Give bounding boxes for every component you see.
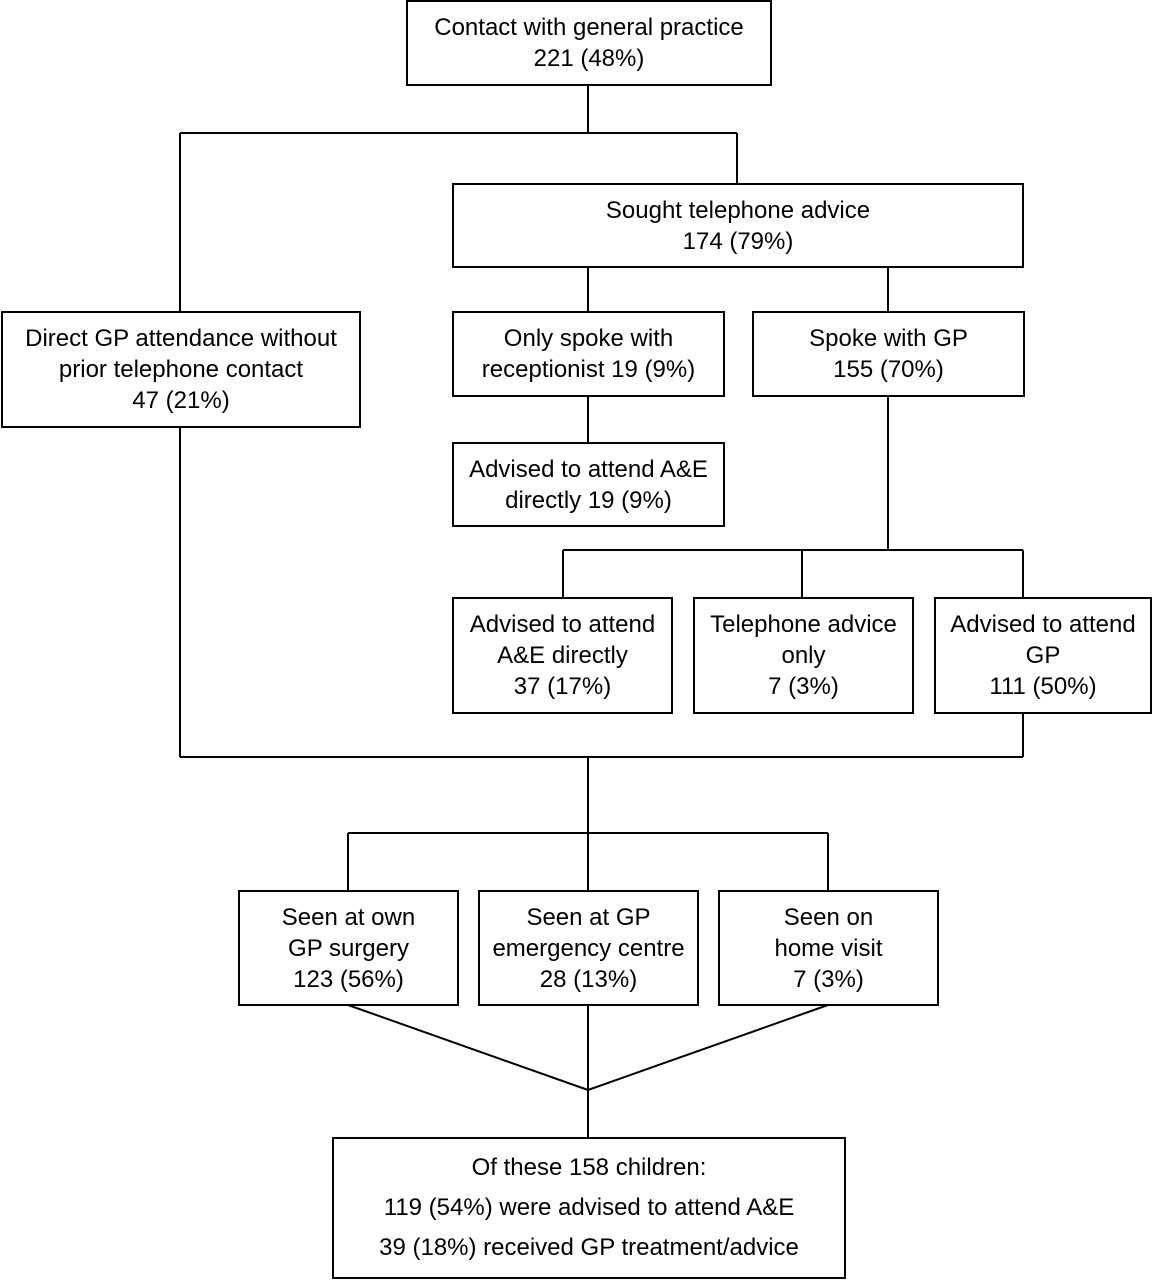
box-label: Advised to attend A&E xyxy=(469,455,708,483)
box-label: GP surgery xyxy=(288,934,409,962)
box-count: 155 (70%) xyxy=(833,356,944,383)
receptionist-ae-box: Advised to attend A&E directly 19 (9%) xyxy=(452,442,725,527)
box-label: prior telephone contact xyxy=(58,356,304,383)
box-count: 28 (13%) xyxy=(539,965,638,993)
box-label: Advised to attend xyxy=(950,611,1136,638)
outcome-summary-box: Of these 158 children: 119 (54%) were ad… xyxy=(332,1137,846,1279)
telephone-only-box: Telephone advice only 7 (3%) xyxy=(693,597,914,714)
box-count: 111 (50%) xyxy=(989,673,1097,700)
box-label: A&E directly xyxy=(497,642,628,669)
box-label: Sought telephone advice xyxy=(605,196,871,224)
direct-attendance-box: Direct GP attendance without prior telep… xyxy=(1,311,361,428)
box-label: emergency centre xyxy=(492,934,685,962)
box-count: 174 (79%) xyxy=(682,227,794,255)
own-gp-surgery-box: Seen at own GP surgery 123 (56%) xyxy=(238,890,459,1006)
box-label: Seen at GP xyxy=(526,903,651,931)
summary-line: 119 (54%) were advised to attend A&E xyxy=(383,1194,795,1221)
box-label: only xyxy=(781,642,826,669)
box-count: 7 (3%) xyxy=(768,673,839,700)
box-count: 123 (56%) xyxy=(293,965,404,993)
box-label: home visit xyxy=(774,934,883,962)
summary-line: 39 (18%) received GP treatment/advice xyxy=(379,1234,799,1261)
box-count: 47 (21%) xyxy=(132,387,230,414)
spoke-with-gp-box: Spoke with GP 155 (70%) xyxy=(752,311,1025,397)
box-label: GP xyxy=(1025,642,1061,669)
box-label: Direct GP attendance without xyxy=(25,325,337,352)
summary-heading: Of these 158 children: xyxy=(471,1154,707,1181)
box-count: 221 (48%) xyxy=(533,45,645,72)
box-label: Spoke with GP xyxy=(809,325,968,352)
box-label: Seen on xyxy=(783,903,874,931)
contact-general-practice-box: Contact with general practice 221 (48%) xyxy=(406,0,772,86)
box-label: directly 19 (9%) xyxy=(505,486,672,514)
gp-advised-ae-box: Advised to attend A&E directly 37 (17%) xyxy=(452,597,673,714)
emergency-centre-box: Seen at GP emergency centre 28 (13%) xyxy=(478,890,699,1006)
receptionist-box: Only spoke with receptionist 19 (9%) xyxy=(452,311,725,397)
box-count: 37 (17%) xyxy=(513,673,612,700)
box-label: Telephone advice xyxy=(710,611,897,638)
telephone-advice-box: Sought telephone advice 174 (79%) xyxy=(452,183,1024,268)
home-visit-box: Seen on home visit 7 (3%) xyxy=(718,890,939,1006)
box-label: Only spoke with xyxy=(503,325,674,352)
box-label: Seen at own xyxy=(281,903,416,931)
advised-attend-gp-box: Advised to attend GP 111 (50%) xyxy=(934,597,1152,714)
box-label: receptionist 19 (9%) xyxy=(481,356,696,383)
box-count: 7 (3%) xyxy=(793,965,864,993)
box-label: Contact with general practice xyxy=(434,14,744,41)
box-label: Advised to attend xyxy=(469,611,656,638)
